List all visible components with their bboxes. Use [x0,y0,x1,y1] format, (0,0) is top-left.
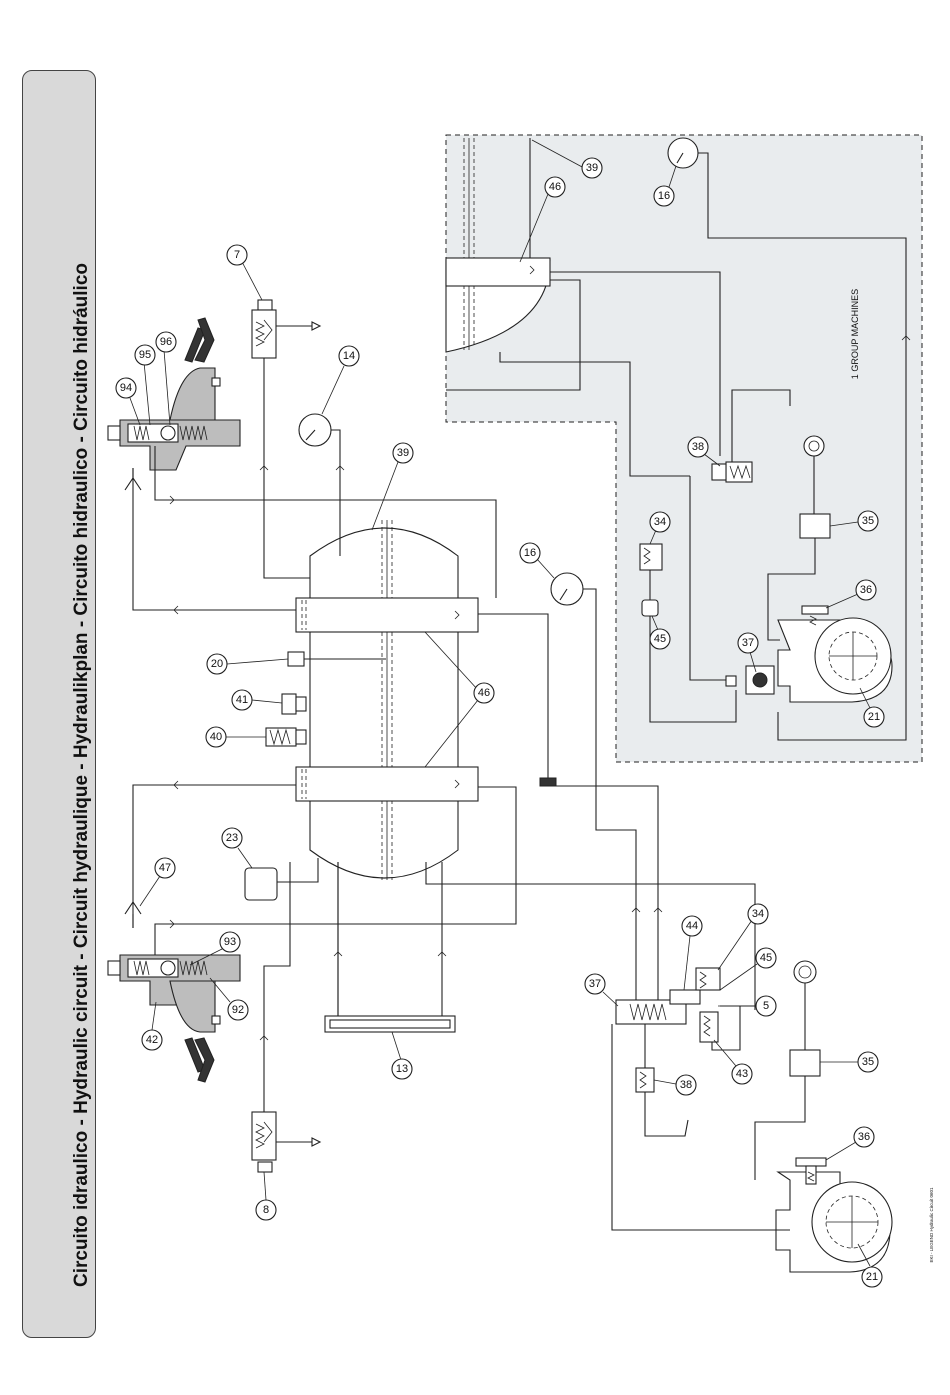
callout-8: 8 [256,1172,276,1220]
svg-text:7: 7 [234,249,240,261]
svg-text:96: 96 [160,336,172,348]
callout-92: 92 [210,978,248,1020]
callout-40: 40 [206,727,266,747]
svg-text:44: 44 [686,920,698,932]
callout-13: 13 [392,1032,412,1079]
svg-text:38: 38 [680,1079,692,1091]
callout-38: 38 [654,1075,696,1095]
svg-text:38: 38 [692,441,704,453]
group-head-lower [108,955,240,1082]
flowmeter-35-main [755,961,820,1180]
svg-text:35: 35 [862,515,874,527]
svg-text:14: 14 [343,350,355,362]
svg-text:23: 23 [226,832,238,844]
callout-35: 35 [820,1052,878,1072]
svg-text:36: 36 [860,584,872,596]
svg-text:16: 16 [658,190,670,202]
svg-text:8: 8 [263,1204,269,1216]
svg-text:95: 95 [139,349,151,361]
footer-code: EKI - LEGEND Hydraulic Circuit 0601 [929,1187,934,1263]
svg-text:34: 34 [752,908,764,920]
svg-text:34: 34 [654,516,666,528]
svg-text:13: 13 [396,1063,408,1075]
callout-95: 95 [135,345,155,425]
svg-text:47: 47 [159,862,171,874]
pressure-gauge-boiler [299,414,344,556]
svg-text:37: 37 [589,978,601,990]
water-reservoir [245,868,277,900]
svg-text:39: 39 [586,162,598,174]
svg-text:94: 94 [120,382,132,394]
svg-text:39: 39 [397,447,409,459]
group-machines-label: 1 GROUP MACHINES [850,289,860,379]
t-junction [540,778,556,786]
svg-text:5: 5 [763,1000,769,1012]
heat-exchanger-lower [296,767,478,801]
steam-wand-valve-lower [252,862,320,1172]
safety-valve [282,694,306,714]
level-sight-glass [325,862,455,1032]
svg-text:42: 42 [146,1034,158,1046]
svg-text:45: 45 [760,952,772,964]
svg-text:40: 40 [210,731,222,743]
callout-7: 7 [227,245,262,300]
callout-42: 42 [142,1002,162,1050]
callout-16: 16 [520,543,554,578]
callout-36: 36 [826,1127,874,1160]
svg-text:37: 37 [742,637,754,649]
svg-text:43: 43 [736,1068,748,1080]
svg-text:46: 46 [478,687,490,699]
callout-41: 41 [232,690,282,710]
heat-exchanger-upper [296,598,478,632]
callout-39: 39 [372,443,413,530]
rotary-pump-21-main [612,1024,892,1272]
callout-14: 14 [322,346,359,414]
svg-text:35: 35 [862,1056,874,1068]
callout-47: 47 [140,858,175,906]
callout-43: 43 [714,1040,752,1084]
callout-20: 20 [207,654,288,674]
boiler [310,520,458,880]
svg-text:93: 93 [224,936,236,948]
svg-text:46: 46 [549,181,561,193]
svg-text:45: 45 [654,633,666,645]
svg-text:92: 92 [232,1004,244,1016]
svg-text:36: 36 [858,1131,870,1143]
svg-text:21: 21 [868,711,880,723]
svg-text:16: 16 [524,547,536,559]
callout-37: 37 [585,974,618,1006]
heating-element-terminal [266,728,306,746]
svg-text:41: 41 [236,694,248,706]
svg-text:21: 21 [866,1271,878,1283]
callout-5: 5 [718,996,776,1016]
callout-94: 94 [116,378,140,425]
svg-text:20: 20 [211,658,223,670]
callout-23: 23 [222,828,252,868]
